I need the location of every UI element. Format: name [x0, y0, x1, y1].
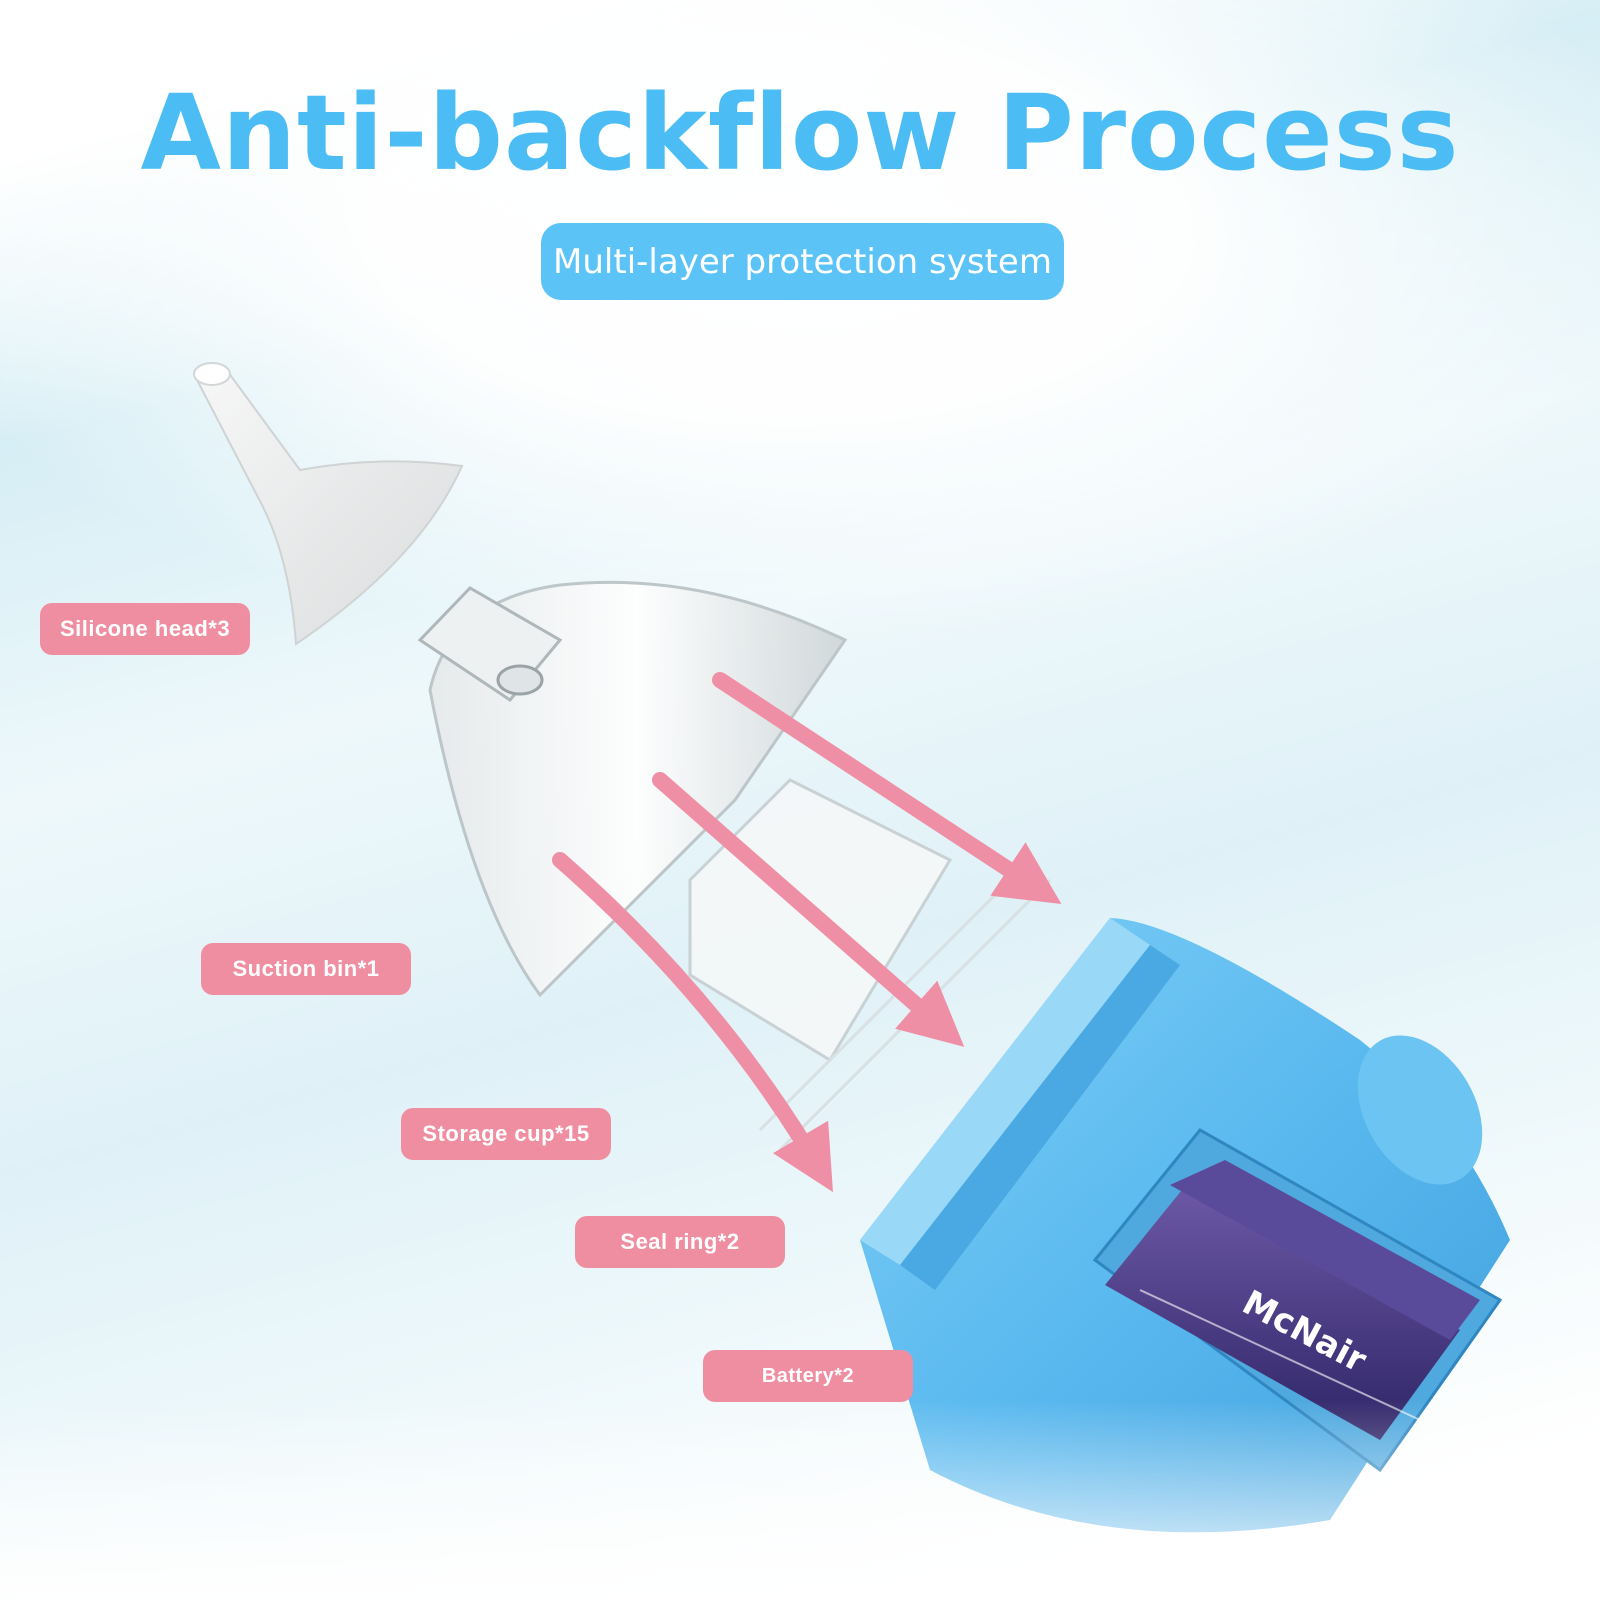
- flow-arrows: [552, 672, 1062, 1193]
- storage-cup-label: Storage cup*15: [401, 1108, 611, 1160]
- battery-part: [1105, 1160, 1480, 1440]
- silicone-head-part: [193, 362, 464, 646]
- device-body: McNair: [860, 918, 1510, 1533]
- page-title: Anti-backflow Process: [140, 72, 1460, 194]
- bottom-fade: [0, 1400, 1600, 1600]
- subtitle-badge: Multi-layer protection system: [541, 223, 1064, 300]
- flow-arrow-2: [652, 772, 965, 1047]
- flow-arrow-3: [552, 852, 833, 1193]
- subtitle-text: Multi-layer protection system: [553, 241, 1052, 282]
- battery-label: Battery*2: [703, 1350, 913, 1402]
- suction-bin-label: Suction bin*1: [201, 943, 411, 995]
- seal-ring-label: Seal ring*2: [575, 1216, 785, 1268]
- silicone-head-label: Silicone head*3: [40, 603, 250, 655]
- flow-arrow-1: [712, 672, 1062, 905]
